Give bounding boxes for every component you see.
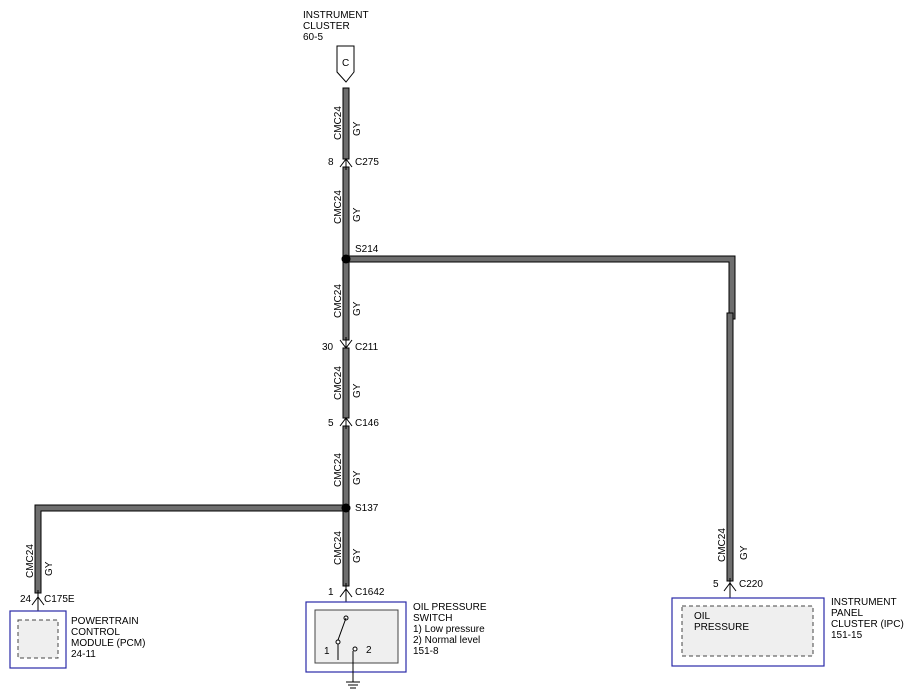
wire-color-label: GY: [352, 383, 363, 398]
wire-circuit-label: CMC24: [25, 544, 36, 578]
wire-circuit-label: CMC24: [333, 453, 344, 487]
connector-name: C146: [355, 418, 379, 429]
splice-label: S214: [355, 244, 379, 255]
oil-pressure-switch: 1 2 OIL PRESSURE SWITCH 1) Low pressure …: [305, 601, 487, 689]
wire-label-1: CMC24 GY: [333, 106, 363, 140]
ipc-inner-1: OIL: [694, 611, 711, 622]
ipc-ref: 151-15: [831, 630, 863, 641]
connector-c146: 5 C146: [328, 417, 379, 429]
switch-ref: 151-8: [413, 646, 439, 657]
pcm-title-3: MODULE (PCM): [71, 638, 145, 649]
wire-label-pcm: CMC24 GY: [25, 544, 55, 578]
connector-c1642: 1 C1642: [328, 587, 385, 598]
wire-label-3: CMC24 GY: [333, 284, 363, 318]
ipc-module: OIL PRESSURE INSTRUMENT PANEL CLUSTER (I…: [671, 597, 904, 667]
connector-pin: 5: [713, 579, 719, 590]
connector-pin: 8: [328, 157, 334, 168]
connector-pin: 1: [328, 587, 334, 598]
switch-title-2: SWITCH: [413, 613, 452, 624]
connector-c-shape: C: [336, 45, 355, 83]
connector-c275: 8 C275: [328, 157, 379, 170]
wire-color-label: GY: [352, 207, 363, 222]
pcm-title-1: POWERTRAIN: [71, 616, 139, 627]
instrument-cluster-title-2: CLUSTER: [303, 21, 350, 32]
switch-state-2: 2) Normal level: [413, 635, 480, 646]
ipc-title-2: PANEL: [831, 608, 863, 619]
pcm-ref: 24-11: [71, 649, 96, 660]
connector-name: C175E: [44, 594, 75, 605]
splice-s137: S137: [341, 503, 379, 514]
wire-label-5: CMC24 GY: [333, 453, 363, 487]
pcm-module: POWERTRAIN CONTROL MODULE (PCM) 24-11: [9, 610, 145, 669]
wire-circuit-label: CMC24: [333, 284, 344, 318]
wire-color-label: GY: [739, 545, 750, 560]
instrument-cluster-ref: 60-5: [303, 32, 323, 43]
switch-state-1: 1) Low pressure: [413, 624, 485, 635]
wire-label-4: CMC24 GY: [333, 366, 363, 400]
switch-title-1: OIL PRESSURE: [413, 602, 487, 613]
wire-circuit-label: CMC24: [333, 531, 344, 565]
wire-circuit-label: CMC24: [717, 528, 728, 562]
switch-pos-2: 2: [366, 645, 372, 656]
connector-pin: 30: [322, 342, 334, 353]
ipc-title-3: CLUSTER (IPC): [831, 619, 904, 630]
pcm-title-2: CONTROL: [71, 627, 120, 638]
connector-name: C211: [355, 342, 379, 353]
wire-color-label: GY: [352, 121, 363, 136]
wire-color-label: GY: [352, 548, 363, 563]
connector-c211: 30 C211: [322, 337, 379, 353]
wire-to-pcm: [34, 504, 350, 594]
splice-label: S137: [355, 503, 379, 514]
wire-label-ipc: CMC24 GY: [717, 528, 750, 562]
connector-name: C220: [739, 579, 763, 590]
wire-circuit-label: CMC24: [333, 190, 344, 224]
wire-to-ipc: [342, 255, 736, 582]
wire-label-6: CMC24 GY: [333, 531, 363, 565]
connector-name: C1642: [355, 587, 385, 598]
wire-circuit-label: CMC24: [333, 366, 344, 400]
switch-pos-1: 1: [324, 646, 330, 657]
wire-color-label: GY: [352, 470, 363, 485]
connector-pin: 24: [20, 594, 32, 605]
wire-circuit-label: CMC24: [333, 106, 344, 140]
instrument-cluster-title-1: INSTRUMENT: [303, 10, 369, 21]
connector-pin: 5: [328, 418, 334, 429]
ipc-title-1: INSTRUMENT: [831, 597, 897, 608]
wire-color-label: GY: [44, 561, 55, 576]
connector-name: C275: [355, 157, 379, 168]
ipc-inner-2: PRESSURE: [694, 622, 749, 633]
wire-label-2: CMC24 GY: [333, 190, 363, 224]
splice-s214: S214: [341, 244, 379, 264]
connector-c-letter: C: [342, 58, 349, 69]
wire-color-label: GY: [352, 301, 363, 316]
